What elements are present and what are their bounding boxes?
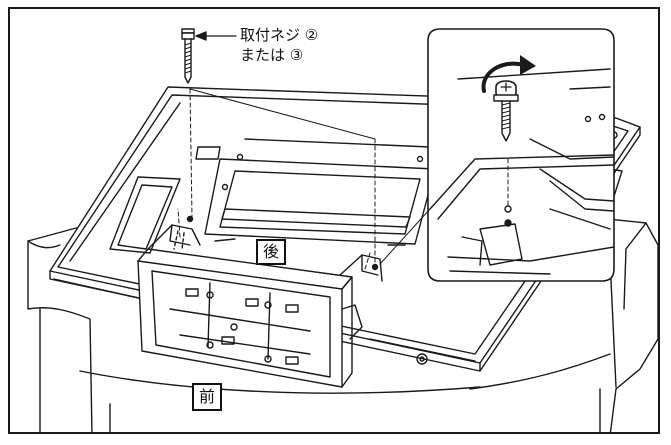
screw-callout: 取付ネジ ② または ③ <box>240 25 318 65</box>
installation-drawing <box>27 28 658 432</box>
magnified-inset <box>379 28 615 282</box>
stand <box>137 224 383 388</box>
callout-arrowhead <box>195 31 207 41</box>
guide-line <box>189 88 376 140</box>
front-label: 前 <box>192 383 222 411</box>
figure-frame: 取付ネジ ② または ③ 後 前 <box>8 7 660 434</box>
screw-callout-line2: または ③ <box>240 46 304 64</box>
inset-screw-icon <box>493 80 519 142</box>
clockwise-rotate-arrow-icon <box>481 55 536 93</box>
screw-icon <box>181 28 195 84</box>
rear-label: 後 <box>256 239 286 265</box>
alignment-lines <box>177 88 376 270</box>
inset-connector <box>379 208 431 265</box>
screw-callout-line1: 取付ネジ ② <box>240 26 319 44</box>
